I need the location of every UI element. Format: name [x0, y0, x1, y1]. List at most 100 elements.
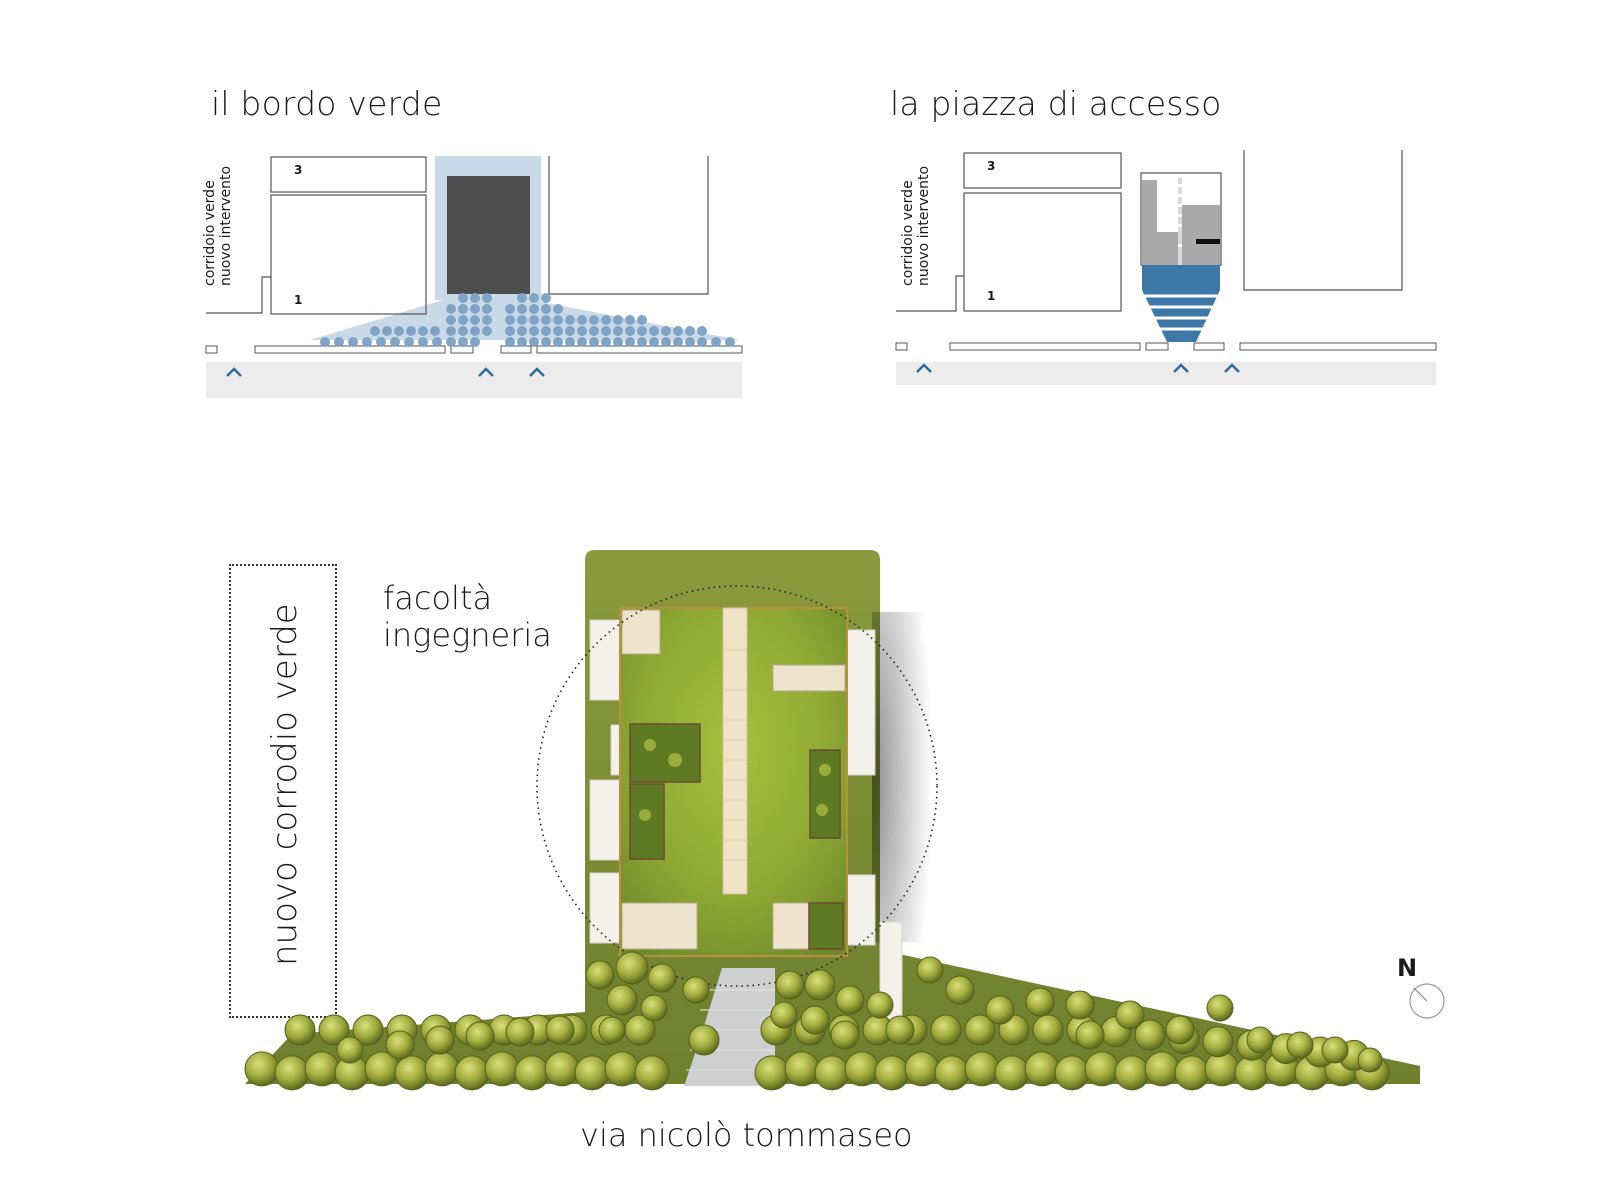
- tree-dot: [673, 337, 683, 347]
- building-shadow: [872, 612, 932, 942]
- tree-dot: [390, 337, 400, 347]
- tree-dot: [458, 293, 468, 303]
- tree-dot: [406, 326, 416, 336]
- tree-dot: [458, 326, 468, 336]
- diagram-a-map: [205, 156, 743, 398]
- tree-dot: [577, 337, 587, 347]
- tree: [352, 1014, 384, 1046]
- tree: [930, 1014, 962, 1046]
- tree: [800, 1005, 830, 1035]
- tree: [1025, 987, 1055, 1017]
- tree: [425, 1025, 455, 1055]
- tree-dot: [458, 337, 468, 347]
- tree: [1134, 1019, 1166, 1051]
- tree-dot: [470, 315, 480, 325]
- tree: [244, 1051, 280, 1087]
- tree: [598, 1016, 626, 1044]
- diagram-b-access-arrows: [916, 363, 1240, 373]
- tree-dot: [565, 326, 575, 336]
- tree-dot: [517, 293, 527, 303]
- tree-dot: [418, 326, 428, 336]
- tree-dot: [517, 304, 527, 314]
- tree-dot: [601, 315, 611, 325]
- tree-dot: [418, 337, 428, 347]
- tree-dot: [505, 326, 515, 336]
- tree: [1075, 1020, 1105, 1050]
- tree-dot: [541, 293, 551, 303]
- diagram-b-map: [895, 150, 1437, 385]
- tree-dot: [613, 337, 623, 347]
- tree-dot: [541, 304, 551, 314]
- tree-dot: [589, 315, 599, 325]
- tree-dot: [470, 326, 480, 336]
- north-label: N: [1397, 954, 1418, 982]
- access-path: [684, 968, 775, 1086]
- tree: [1165, 1015, 1195, 1045]
- tree: [1114, 1055, 1150, 1091]
- diagram-a-block-3: [270, 156, 427, 193]
- tree-dot: [685, 337, 695, 347]
- tree-dot: [482, 326, 492, 336]
- tree-dot: [553, 304, 563, 314]
- diagram-b-number-1: 1: [987, 289, 996, 303]
- tree-dot: [370, 326, 380, 336]
- tree-dot: [529, 315, 539, 325]
- tree-dot: [334, 337, 344, 347]
- tree: [574, 1055, 610, 1091]
- diagram-a-number-1: 1: [294, 293, 303, 307]
- tree: [1115, 1000, 1145, 1030]
- central-walkway: [722, 607, 748, 895]
- tree-dot: [577, 315, 587, 325]
- tree-dot: [577, 326, 587, 336]
- tree: [606, 984, 638, 1016]
- tree: [682, 976, 710, 1004]
- tree: [904, 1051, 940, 1087]
- tree-dot: [601, 326, 611, 336]
- tree-dot: [382, 326, 392, 336]
- tree-row: [244, 951, 1390, 1091]
- tree-dot: [320, 337, 330, 347]
- diagram-a-road: [206, 362, 742, 398]
- tree-dot: [432, 337, 442, 347]
- tree: [804, 969, 836, 1001]
- tree-dot: [376, 337, 386, 347]
- tree-dot: [470, 337, 480, 347]
- tree-dot: [446, 326, 456, 336]
- tree: [775, 970, 805, 1000]
- tree: [304, 1051, 340, 1087]
- tree: [640, 994, 668, 1022]
- tree-dot: [529, 293, 539, 303]
- diagram-b-title: la piazza di accesso: [890, 84, 1222, 123]
- tree-dot: [697, 326, 707, 336]
- tree-dot: [505, 315, 515, 325]
- corridor-dotted-box: [229, 564, 337, 1018]
- tree: [1024, 1051, 1060, 1087]
- tree: [604, 1051, 640, 1087]
- street-label: via nicolò tommaseo: [580, 1116, 913, 1154]
- tree-dot: [725, 337, 735, 347]
- tree-dot: [404, 337, 414, 347]
- tree-dot: [637, 337, 647, 347]
- tree-dot: [565, 315, 575, 325]
- tree: [784, 1051, 820, 1087]
- pergolas: [621, 609, 846, 950]
- diagram-a-title: il bordo verde: [211, 84, 443, 123]
- tree: [1065, 990, 1095, 1020]
- tree: [866, 991, 894, 1019]
- side-pavilions: [589, 619, 903, 1041]
- tree-dot: [637, 315, 647, 325]
- tree: [1246, 1026, 1274, 1054]
- tree: [514, 1055, 550, 1091]
- tree-dot: [697, 337, 707, 347]
- tree: [835, 985, 865, 1015]
- tree: [994, 1055, 1030, 1091]
- tree: [284, 1014, 316, 1046]
- tree-dot: [470, 304, 480, 314]
- tree: [1321, 1036, 1349, 1064]
- tree: [844, 1051, 880, 1087]
- tree-dot: [553, 326, 563, 336]
- garden-plots: [629, 723, 844, 950]
- tree: [1202, 1026, 1234, 1058]
- tree-dot: [541, 315, 551, 325]
- faculty-label-line2: ingegneria: [383, 616, 552, 654]
